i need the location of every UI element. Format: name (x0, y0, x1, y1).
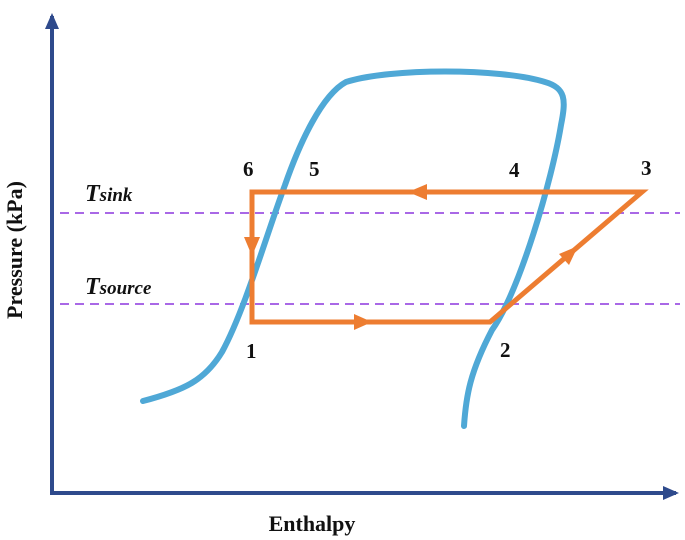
saturation-dome (140, 68, 567, 429)
state-label-1: 1 (246, 339, 257, 363)
y-axis-label: Pressure (kPa) (2, 181, 27, 319)
state-label-5: 5 (309, 157, 320, 181)
x-axis-label: Enthalpy (269, 511, 356, 536)
state-label-4: 4 (509, 158, 520, 182)
arrow-6-to-1-icon (244, 237, 260, 256)
arrow-2-to-3-icon (559, 246, 578, 265)
state-label-6: 6 (243, 157, 254, 181)
arrow-3-to-6-icon (408, 184, 427, 200)
state-label-3: 3 (641, 156, 652, 180)
state-label-2: 2 (500, 338, 511, 362)
cycle-loop (249, 189, 649, 325)
source-temperature-label: Tsource (85, 274, 152, 300)
arrow-1-to-2-icon (354, 314, 372, 330)
sink-temperature-label: Tsink (85, 181, 133, 207)
